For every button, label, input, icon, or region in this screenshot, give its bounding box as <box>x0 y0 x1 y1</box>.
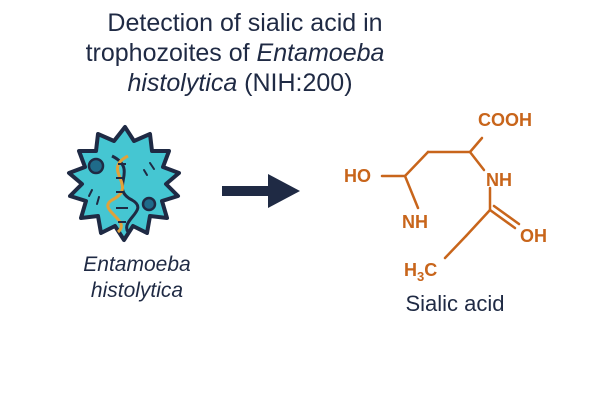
title-line-2: trophozoites of Entamoeba <box>0 38 470 68</box>
ho-group: HO <box>344 166 371 186</box>
title-species: histolytica <box>127 69 238 97</box>
dna-icon <box>106 154 140 234</box>
ch3-subscript: 3 <box>417 269 424 284</box>
sialic-acid-structure: COOH HO NH NH OH H3C <box>344 110 547 284</box>
organism-species: histolytica <box>90 279 184 302</box>
ch3-group-h: H3C <box>404 260 437 284</box>
title-line-1: Detection of sialic acid in <box>107 9 383 37</box>
compound-label: Sialic acid <box>405 291 505 316</box>
oh-group: OH <box>520 226 547 246</box>
organism-label: Entamoeba histolytica <box>52 252 222 304</box>
title-strain: (NIH:200) <box>237 69 353 97</box>
right-arrow-icon <box>222 174 300 208</box>
cooh-group: COOH <box>478 110 532 130</box>
organism-genus: Entamoeba <box>83 253 191 276</box>
title-genus: Entamoeba <box>256 39 385 67</box>
title-line-2-text: trophozoites of <box>85 39 257 67</box>
nh-group-right: NH <box>486 170 512 190</box>
ch3-c: C <box>424 260 437 280</box>
diagram-title: Detection of sialic acid in trophozoites… <box>0 8 470 98</box>
title-line-3: histolytica (NIH:200) <box>0 68 470 98</box>
nh-group-left: NH <box>402 212 428 232</box>
ch3-h: H <box>404 260 417 280</box>
